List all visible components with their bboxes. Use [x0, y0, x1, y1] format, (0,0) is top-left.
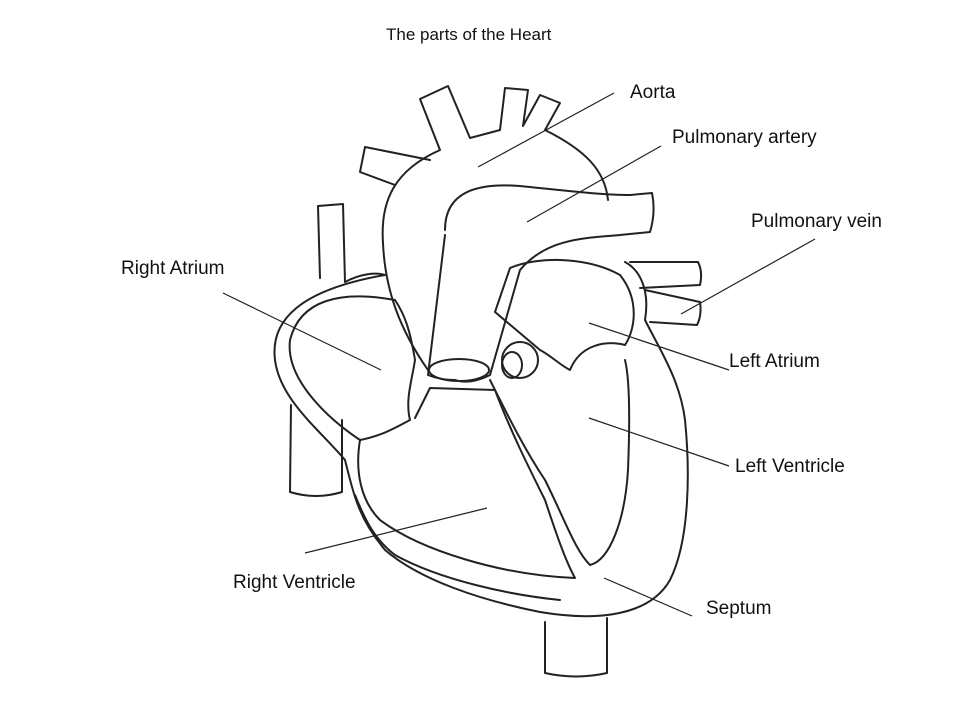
aorta	[381, 85, 609, 244]
leader-pulmonary-vein	[680, 238, 816, 315]
leader-left-atrium	[588, 322, 730, 371]
descending-aorta-stub	[544, 617, 608, 678]
superior-vena-cava	[317, 203, 346, 283]
aorta-left-branch	[359, 146, 431, 186]
heart-outer-wall	[273, 261, 689, 618]
aorta-inner	[382, 242, 429, 371]
right-atrium-chamber	[288, 295, 416, 441]
label-right-atrium: Right Atrium	[121, 258, 225, 279]
label-right-ventricle: Right Ventricle	[233, 572, 356, 593]
heart-outer-wall-2	[354, 494, 561, 601]
label-pulmonary-vein: Pulmonary vein	[751, 211, 882, 232]
leader-left-ventricle	[588, 417, 730, 467]
right-ventricle-chamber	[357, 387, 576, 579]
leader-right-ventricle	[304, 507, 488, 554]
leader-pulmonary-artery	[526, 145, 662, 223]
label-left-atrium: Left Atrium	[729, 351, 820, 372]
pulmonary-vein-upper	[629, 261, 703, 289]
label-aorta: Aorta	[630, 82, 676, 103]
leader-aorta	[477, 92, 615, 168]
septum-line	[489, 359, 631, 566]
label-pulmonary-artery: Pulmonary artery	[672, 127, 817, 148]
left-atrium-chamber	[494, 259, 635, 371]
diagram-title: The parts of the Heart	[386, 25, 552, 44]
leader-right-atrium	[222, 292, 382, 371]
label-left-ventricle: Left Ventricle	[735, 456, 845, 477]
inferior-vena-cava	[289, 404, 343, 497]
label-septum: Septum	[706, 598, 772, 619]
aortic-valve-inner	[501, 351, 523, 379]
pulmonary-artery-opening	[428, 358, 490, 382]
pulmonary-vein-lower	[644, 289, 702, 326]
leader-septum	[603, 577, 693, 617]
